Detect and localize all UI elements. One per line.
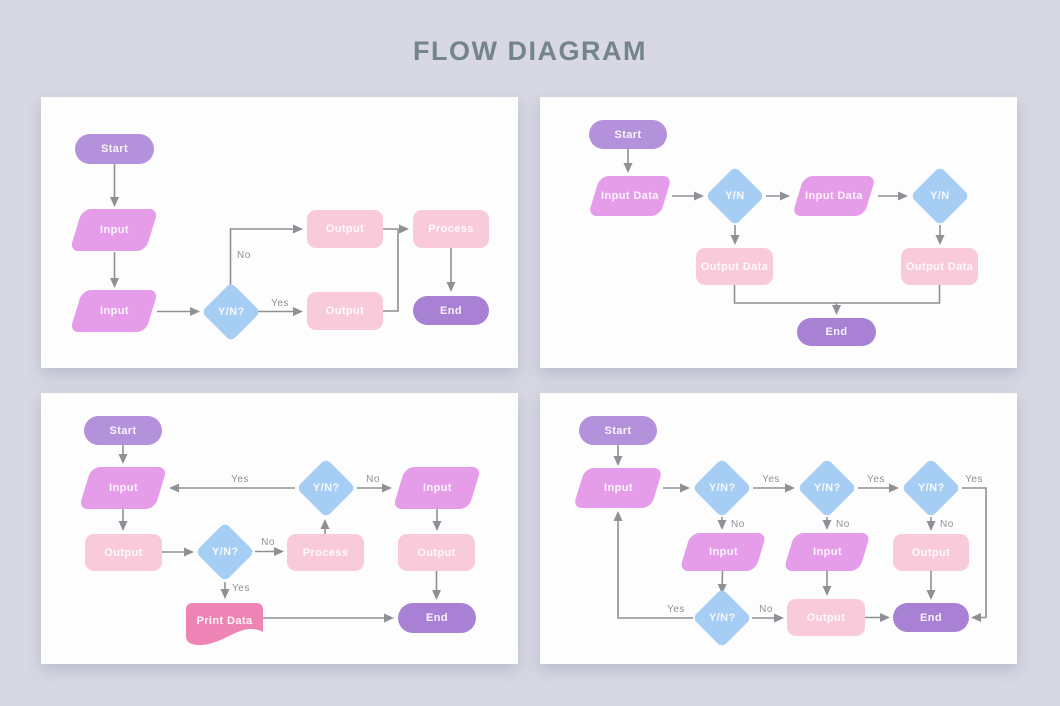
arrow [613, 511, 693, 619]
connector-layer [623, 149, 945, 315]
end-node: End [797, 318, 876, 346]
edge-label: No [261, 537, 275, 548]
edge-label: Yes [965, 474, 983, 485]
input-node: Input [392, 467, 482, 509]
output-node: Output [893, 534, 969, 571]
connector-layer: No Yes [110, 164, 456, 316]
flow-panel-bottom-left: No Yes No Yes Start Input Output Y/N? Pr… [41, 393, 518, 664]
edge-label: No [836, 519, 850, 530]
connector-layer: Yes Yes Yes No No No Yes No [613, 445, 987, 623]
input-node: Input [679, 533, 767, 571]
end-node: End [398, 603, 476, 633]
output-node: Output [307, 292, 383, 330]
output-node: Output [307, 210, 383, 248]
edge-label: No [731, 519, 745, 530]
process-node: Process [413, 210, 489, 248]
output-data-node: Output Data [696, 248, 773, 285]
connector-layer: No Yes No Yes [118, 445, 442, 623]
edge-label: Yes [667, 604, 685, 615]
edge-label: No [759, 604, 773, 615]
edge-label: Yes [232, 583, 250, 594]
start-node: Start [84, 416, 162, 445]
arrow [383, 230, 399, 312]
arrow [229, 224, 303, 285]
edge-label: Yes [271, 298, 289, 309]
flow-panel-bottom-right: Yes Yes Yes No No No Yes No Start Input … [540, 393, 1017, 664]
end-node: End [893, 603, 969, 632]
document-shape [186, 603, 263, 646]
process-node: Process [287, 534, 364, 571]
arrow [962, 487, 987, 622]
input-data-node: Input Data [791, 176, 877, 216]
edge-label: No [366, 474, 380, 485]
flow-panel-top-left: No Yes Start Input Input Y/N? Output Out… [41, 97, 518, 368]
start-node: Start [75, 134, 154, 164]
output-data-node: Output Data [901, 248, 978, 285]
arrow [733, 285, 941, 304]
start-node: Start [579, 416, 657, 445]
input-data-node: Input Data [587, 176, 673, 216]
output-node: Output [398, 534, 475, 571]
input-node: Input [572, 468, 664, 508]
start-node: Start [589, 120, 667, 149]
print-data-node: Print Data [186, 603, 263, 649]
input-node: Input [783, 533, 871, 571]
edge-label: No [940, 519, 954, 530]
page-title: FLOW DIAGRAM [413, 36, 647, 66]
edge-label: Yes [231, 474, 249, 485]
edge-label: No [237, 250, 251, 261]
arrow [717, 570, 727, 594]
output-node: Output [85, 534, 162, 571]
input-node: Input [69, 290, 159, 332]
output-node: Output [787, 599, 865, 636]
edge-label: Yes [867, 474, 885, 485]
edge-label: Yes [762, 474, 780, 485]
end-node: End [413, 296, 489, 325]
flow-panel-top-right: Start Input Data Y/N Input Data Y/N Outp… [540, 97, 1017, 368]
input-node: Input [69, 209, 159, 251]
input-node: Input [78, 467, 168, 509]
